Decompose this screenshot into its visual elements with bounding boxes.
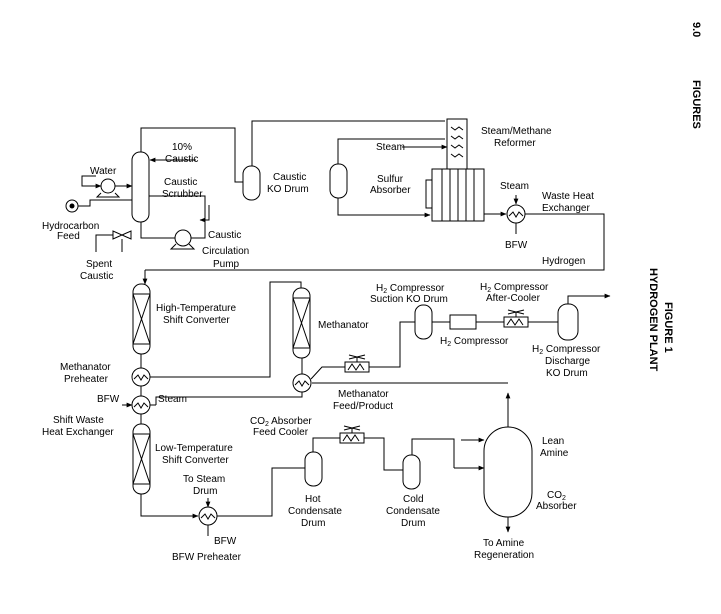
label-spent-caustic-2: Caustic (80, 271, 113, 282)
sulfur-absorber (329, 163, 348, 199)
bfw-preheater (198, 506, 218, 526)
cold-condensate-drum (402, 454, 421, 490)
co2-absorber (483, 426, 533, 518)
label-bfw-whe: BFW (505, 240, 528, 251)
label-swhe-1: Shift Waste (53, 415, 104, 426)
label-h2-disch-1: H2 Compressor (532, 344, 601, 356)
water-pump (95, 178, 121, 198)
label-methanator-pre-1: Methanator (60, 362, 111, 373)
figure-number: FIGURE 1 (662, 302, 674, 353)
label-h2-suction-2: Suction KO Drum (370, 294, 448, 305)
label-water: Water (90, 166, 117, 177)
spent-caustic-valve (112, 230, 132, 240)
label-10-caustic-2: Caustic (165, 154, 198, 165)
label-h2-disch-2: Discharge (545, 356, 590, 367)
hydrocarbon-feed-source (65, 199, 79, 213)
label-h2-after-1: H2 Compressor (480, 282, 549, 294)
label-sulfur-absorber-2: Absorber (370, 185, 411, 196)
label-to-amine-1: To Amine (483, 538, 525, 549)
label-whe-2: Exchanger (542, 203, 590, 214)
label-caustic-scrubber-2: Scrubber (162, 189, 203, 200)
label-caustic-circ-3: Pump (213, 259, 240, 270)
section-title: FIGURES (690, 80, 702, 129)
label-h2-compressor: H2 Compressor (440, 336, 509, 348)
methanator-preheater (131, 367, 151, 387)
label-steam-reformer-feed: Steam (376, 142, 405, 153)
label-h2-disch-3: KO Drum (546, 368, 588, 379)
hot-condensate-drum (304, 451, 323, 487)
label-cold-cond-1: Cold (403, 494, 424, 505)
label-methanator-pre-2: Preheater (64, 374, 109, 385)
methanator-product-cooler (344, 354, 370, 373)
shift-waste-heat-exchanger (131, 395, 151, 415)
h2-compressor-suction-ko-drum (414, 304, 433, 340)
label-caustic-ko-2: KO Drum (267, 184, 309, 195)
label-hydrocarbon-feed-2: Feed (57, 231, 80, 242)
label-swhe-2: Heat Exchanger (42, 427, 114, 438)
label-co2-absorber-2: Absorber (536, 501, 577, 512)
label-htsc-2: Shift Converter (163, 315, 230, 326)
label-co2-cooler-2: Feed Cooler (253, 427, 309, 438)
h2-compressor (449, 314, 477, 330)
label-htsc-1: High-Temperature (156, 303, 236, 314)
label-meth-fp-1: Methanator (338, 389, 389, 400)
label-reformer-2: Reformer (494, 138, 536, 149)
label-bfw-pre: BFW (214, 536, 237, 547)
label-whe-1: Waste Heat (542, 191, 594, 202)
label-steam-whe: Steam (500, 181, 529, 192)
label-cold-cond-2: Condensate (386, 506, 440, 517)
high-temperature-shift-converter (132, 283, 151, 355)
label-hot-cond-1: Hot (305, 494, 321, 505)
label-hot-cond-2: Condensate (288, 506, 342, 517)
label-meth-fp-2: Feed/Product (333, 401, 393, 412)
label-to-steam-drum-2: Drum (193, 486, 217, 497)
label-caustic-scrubber-1: Caustic (164, 177, 197, 188)
label-bfw-preheater: BFW Preheater (172, 552, 242, 563)
label-bfw-swhe: BFW (97, 394, 120, 405)
label-steam-swhe: Steam (158, 394, 187, 405)
label-lean-amine-1: Lean (542, 436, 564, 447)
label-h2-suction-1: H2 Compressor (376, 283, 445, 295)
caustic-scrubber (131, 151, 150, 223)
label-spent-caustic-1: Spent (86, 259, 112, 270)
label-co2-cooler-1: CO2 Absorber (250, 416, 312, 428)
label-to-amine-2: Regeneration (474, 550, 534, 561)
label-co2-absorber-1: CO2 (547, 490, 566, 502)
methanator (292, 287, 311, 359)
caustic-circulation-pump (169, 229, 196, 250)
caustic-ko-drum (242, 165, 261, 201)
methanator-feed-product-exchanger (292, 373, 312, 393)
h2-compressor-discharge-ko-drum (557, 303, 579, 341)
label-caustic-circ-1: Caustic (208, 230, 241, 241)
label-cold-cond-3: Drum (401, 518, 425, 529)
label-to-steam-drum-1: To Steam (183, 474, 225, 485)
label-ltsc-1: Low-Temperature (155, 443, 233, 454)
label-methanator: Methanator (318, 320, 369, 331)
section-number: 9.0 (690, 22, 702, 37)
figure-title: HYDROGEN PLANT (647, 268, 659, 372)
label-10-caustic-1: 10% (172, 142, 192, 153)
label-ltsc-2: Shift Converter (162, 455, 229, 466)
steam-methane-reformer (425, 118, 485, 222)
label-sulfur-absorber-1: Sulfur (377, 174, 404, 185)
label-hydrogen: Hydrogen (542, 256, 585, 267)
label-reformer-1: Steam/Methane (481, 126, 552, 137)
label-hydrocarbon-feed-1: Hydrocarbon (42, 221, 99, 232)
co2-absorber-feed-cooler (339, 425, 365, 444)
h2-compressor-after-cooler (503, 309, 529, 328)
low-temperature-shift-converter (132, 423, 151, 495)
label-caustic-ko-1: Caustic (273, 172, 306, 183)
label-h2-after-2: After-Cooler (486, 293, 541, 304)
label-lean-amine-2: Amine (540, 448, 569, 459)
label-hot-cond-3: Drum (301, 518, 325, 529)
waste-heat-exchanger (506, 204, 526, 224)
label-caustic-circ-2: Circulation (202, 246, 249, 257)
